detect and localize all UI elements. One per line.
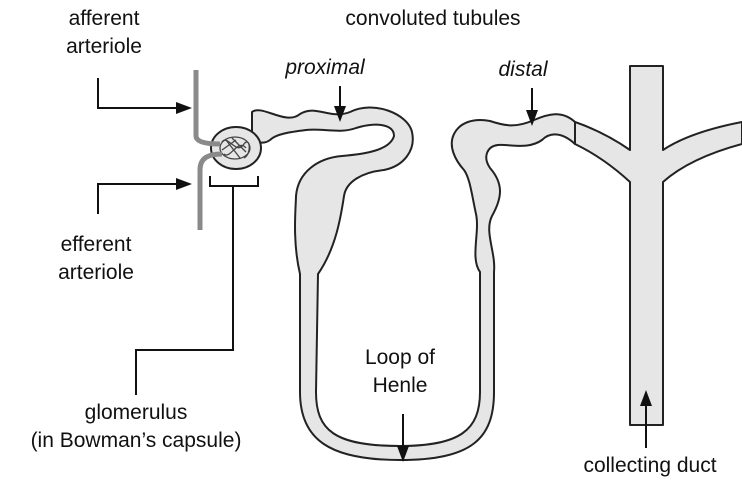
afferent-arteriole [196, 70, 220, 144]
efferent-label-line2: arteriole [58, 261, 134, 284]
glomerulus-leader-line [136, 186, 233, 395]
proximal-label: proximal [284, 56, 366, 79]
efferent-arrowhead [176, 178, 192, 190]
afferent-arrow [98, 78, 176, 108]
efferent-arteriole [200, 154, 222, 230]
distal-label: distal [498, 58, 548, 81]
loop-of-henle-label-line1: Loop of [365, 346, 435, 369]
collecting-duct [575, 66, 742, 425]
nephron-tubule [252, 108, 575, 460]
efferent-arrow [98, 184, 176, 214]
collecting-duct-label: collecting duct [583, 454, 716, 477]
glomerulus-label-line1: glomerulus [85, 401, 188, 424]
afferent-label-line1: afferent [69, 7, 140, 30]
convoluted-tubules-label: convoluted tubules [345, 7, 520, 30]
afferent-arrowhead [176, 102, 192, 114]
afferent-label-line2: arteriole [66, 35, 142, 58]
loop-of-henle-label-line2: Henle [373, 374, 428, 397]
glomerulus-label-line2: (in Bowman’s capsule) [31, 429, 242, 452]
glomerulus-bracket [210, 176, 258, 186]
efferent-label-line1: efferent [61, 233, 132, 256]
